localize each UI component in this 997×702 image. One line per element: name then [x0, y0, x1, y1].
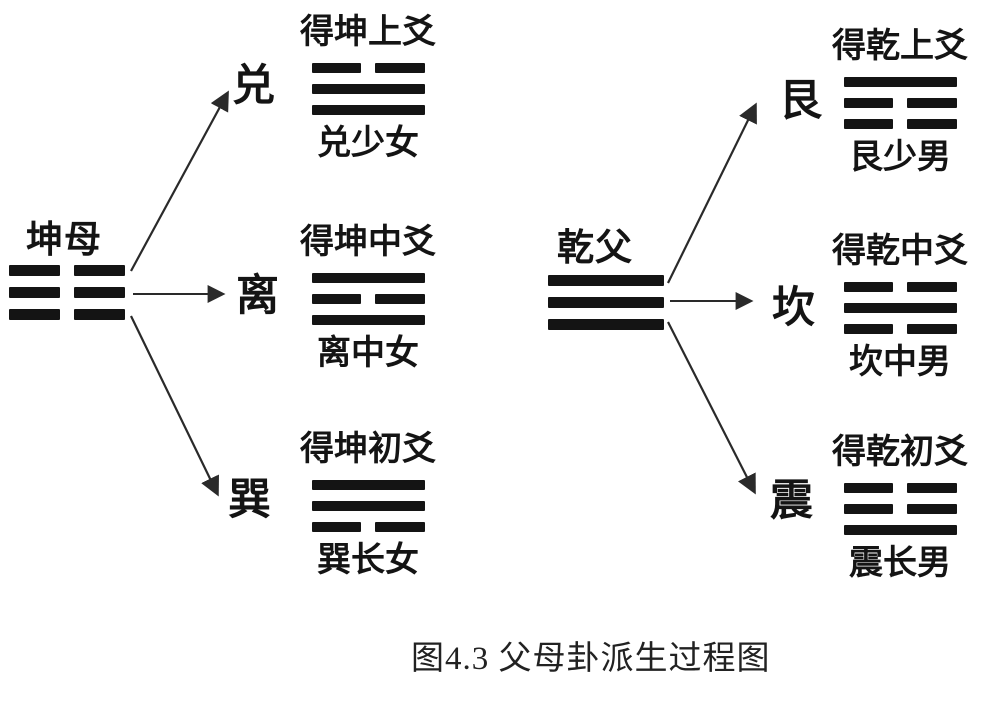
- xun-char-label: 巽: [228, 476, 271, 524]
- li-trigram: [311, 272, 425, 325]
- kan-trigram: [843, 281, 957, 334]
- zhen-char-label: 震: [770, 477, 813, 525]
- derived-block-dui: 得坤上爻 兑少女: [292, 12, 444, 162]
- figure-caption: 图4.3 父母卦派生过程图: [411, 641, 771, 677]
- zhen-derivation-title: 得乾初爻: [832, 433, 968, 471]
- arrow-kun-to-xun: [130, 315, 219, 497]
- gen-char-label: 艮: [779, 77, 822, 125]
- kun-parent-label: 坤母: [26, 219, 102, 260]
- derived-block-zhen: 得乾初爻 震长男: [824, 432, 976, 582]
- qian-parent-trigram: [548, 275, 664, 330]
- dui-trigram: [311, 62, 425, 115]
- xun-role-caption: 巽长女: [317, 540, 419, 579]
- gen-trigram: [843, 76, 957, 129]
- li-char-label: 离: [236, 272, 279, 320]
- xun-trigram: [311, 479, 425, 532]
- kan-derivation-title: 得乾中爻: [832, 232, 968, 270]
- zhen-trigram: [843, 482, 957, 535]
- derived-block-kan: 得乾中爻 坎中男: [824, 231, 976, 381]
- arrow-kun-to-dui: [130, 90, 229, 272]
- dui-derivation-title: 得坤上爻: [300, 13, 436, 51]
- qian-parent-label: 乾父: [557, 227, 633, 268]
- arrow-qian-to-zhen: [667, 321, 756, 495]
- xun-derivation-title: 得坤初爻: [300, 430, 436, 468]
- derived-block-li: 得坤中爻 离中女: [292, 222, 444, 372]
- derived-block-gen: 得乾上爻 艮少男: [824, 26, 976, 176]
- kan-char-label: 坎: [772, 284, 815, 332]
- gen-role-caption: 艮少男: [849, 137, 951, 176]
- zhen-role-caption: 震长男: [849, 543, 951, 582]
- li-derivation-title: 得坤中爻: [300, 223, 436, 261]
- kun-parent-trigram: [9, 265, 125, 320]
- derived-block-xun: 得坤初爻 巽长女: [292, 429, 444, 579]
- dui-role-caption: 兑少女: [317, 123, 419, 162]
- arrow-qian-to-gen: [667, 102, 757, 284]
- kan-role-caption: 坎中男: [849, 342, 951, 381]
- li-role-caption: 离中女: [317, 333, 419, 372]
- gen-derivation-title: 得乾上爻: [832, 27, 968, 65]
- dui-char-label: 兑: [232, 62, 275, 110]
